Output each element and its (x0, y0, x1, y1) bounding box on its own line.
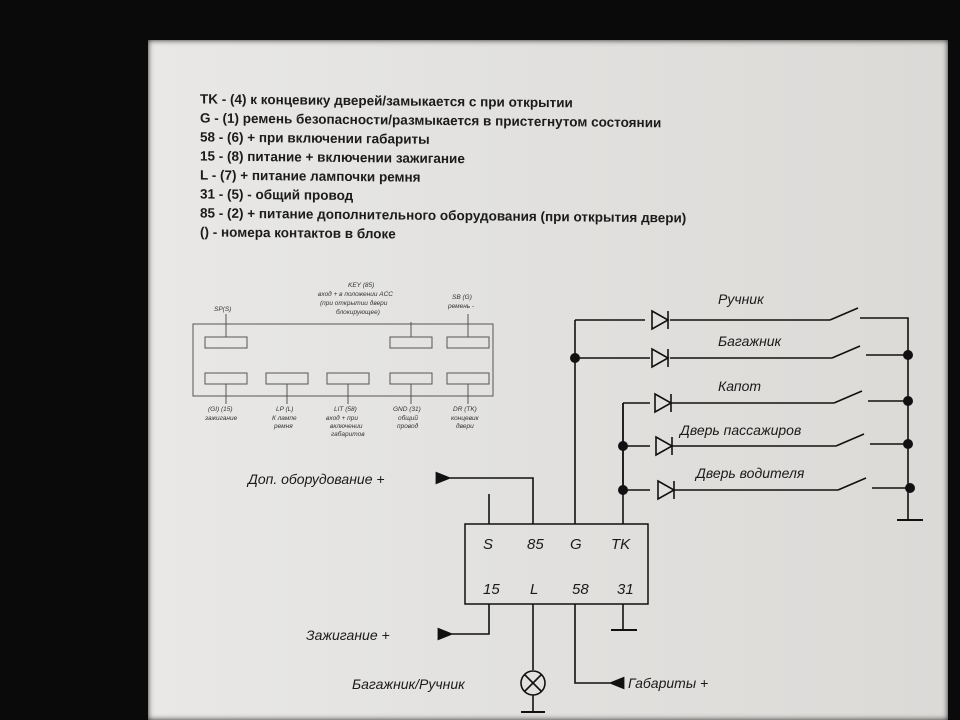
switch-row-ruchnik (651, 307, 859, 331)
relay-pin-85: 85 (527, 536, 544, 553)
connector-pin-desc: ремня (273, 423, 293, 430)
diode-icon (655, 435, 674, 457)
diode-icon (651, 309, 670, 331)
connector-key-desc: вход + в положении ACC (318, 290, 393, 298)
connector-pin-desc: вход + при (326, 414, 358, 422)
output-label-lamp: Багажник/Ручник (352, 676, 466, 692)
switch-label-driver-door: Дверь водителя (694, 465, 805, 481)
connector-pin-desc: провод (397, 422, 419, 430)
connector-sb-desc: ремень - (447, 303, 475, 310)
connector-pin-code: GND (31) (393, 406, 421, 413)
relay-pins-bottom: 15 L 58 31 (483, 581, 634, 598)
connector-pin-desc: двери (456, 422, 474, 430)
connector-bottom-labels: (GI) (15) зажигание LP (L) К лампе ремня… (204, 406, 480, 438)
diode-icon (657, 479, 676, 501)
diode-icon (654, 392, 673, 414)
switch-icon (833, 390, 863, 404)
relay-pin-s: S (483, 536, 493, 553)
connector-pin-desc: включении (330, 423, 363, 430)
relay-pin-tk: TK (611, 536, 631, 553)
relay-pin-58: 58 (572, 581, 589, 598)
connector-sp-label: SP(S) (214, 306, 231, 313)
output-label-gabarity: Габариты + (628, 675, 708, 691)
switch-label-bagazhnik: Багажник (718, 333, 783, 349)
relay-pin-g: G (570, 536, 582, 553)
ground-icon (521, 519, 923, 713)
relay-wires (435, 320, 625, 712)
connector-pin-code: DR (TK) (453, 406, 477, 413)
connector-sb-title: SB (G) (452, 294, 472, 301)
output-label-dop: Доп. оборудование + (246, 471, 385, 487)
connector-pin-code: LIT (58) (334, 406, 357, 413)
diagram-sheet (148, 40, 948, 720)
relay-pin-31: 31 (617, 581, 634, 598)
connector-key-title: KEY (85) (348, 282, 374, 289)
switch-label-passenger-door: Дверь пассажиров (678, 422, 801, 438)
connector-pin-desc: габаритов (331, 430, 365, 438)
relay-pin-15: 15 (483, 581, 500, 598)
switch-row-driver-door (657, 477, 908, 501)
diode-icon (651, 347, 670, 369)
switch-icon (831, 345, 861, 359)
connector-pin-code: LP (L) (276, 406, 293, 413)
output-label-ignition: Зажигание + (306, 627, 390, 643)
connector-pin-desc: общий (398, 414, 418, 422)
relay-block (464, 523, 649, 605)
switch-icon (835, 433, 865, 447)
junction-dots (570, 350, 915, 495)
connector-key-desc: (при открытии двери (320, 299, 388, 307)
connector-pin-desc: концевик (451, 415, 480, 422)
connector-block (192, 314, 494, 404)
relay-pins-top: S 85 G TK (483, 536, 631, 553)
switch-row-bagazhnik (651, 345, 908, 369)
switch-label-ruchnik: Ручник (718, 291, 765, 307)
switch-row-passenger-door (655, 433, 908, 457)
connector-pin-desc: зажигание (204, 415, 238, 422)
connector-key-desc: блокирующее) (336, 308, 380, 316)
relay-pin-l: L (530, 581, 538, 598)
switch-icon (829, 307, 859, 321)
connector-pin-code: (GI) (15) (208, 406, 233, 413)
connector-pin-desc: К лампе (272, 415, 297, 422)
switch-row-kapot (654, 390, 908, 414)
lamp-icon (520, 670, 546, 696)
switch-icon (837, 477, 867, 491)
switch-label-kapot: Капот (718, 378, 761, 394)
